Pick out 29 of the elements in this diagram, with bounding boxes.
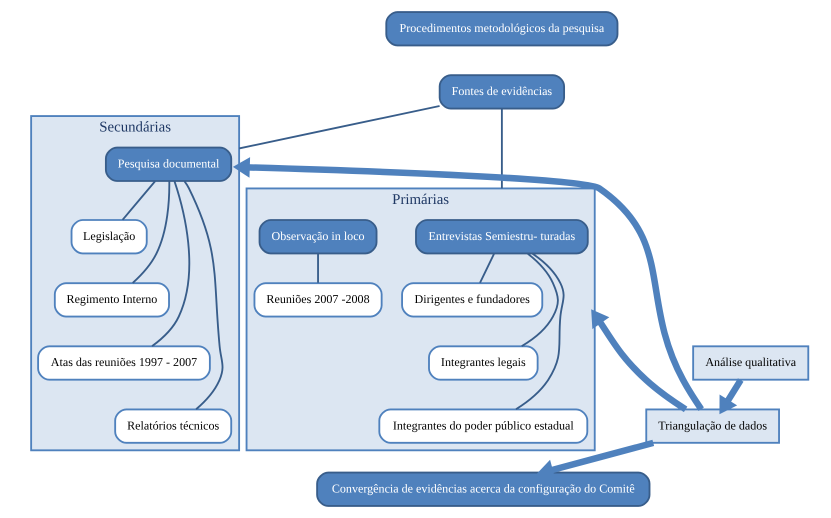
connector (316, 254, 318, 283)
node-box: Regimento Interno (53, 282, 170, 318)
connector (183, 180, 223, 410)
node-box: Legislação (70, 219, 148, 254)
connector (478, 253, 494, 284)
node-box: Pesquisa documental (104, 146, 232, 182)
node-box: Integrantes legais (428, 345, 538, 381)
node-box: Convergência de evidências acerca da configuração do Comitê (316, 472, 650, 507)
connector (151, 180, 190, 347)
node-box: Observação in loco (258, 219, 377, 254)
arrow (232, 157, 704, 411)
connector (132, 181, 170, 284)
node-box: Reuniões 2007 -2008 (253, 282, 382, 318)
node-box: Procedimentos metodológicos da pesquisa (384, 11, 618, 46)
node-box: Fontes de evidências (438, 74, 565, 110)
arrow (590, 309, 687, 412)
arrow (718, 378, 743, 414)
connector (238, 105, 440, 150)
node-box: Entrevistas Semiestru- turadas (414, 219, 588, 254)
node-box: Atas das reuniões 1997 - 2007 (36, 345, 210, 381)
node-box: Análise qualitativa (692, 345, 809, 381)
connector (121, 180, 156, 220)
connector (520, 252, 558, 347)
connector (500, 108, 502, 188)
node-box: Integrantes do poder público estadual (378, 408, 588, 444)
node-box: Triangulação de dados (644, 408, 780, 444)
node-box: Dirigentes e fundadores (400, 282, 543, 318)
node-box: Relatórios técnicos (114, 408, 232, 444)
connector (514, 252, 564, 410)
